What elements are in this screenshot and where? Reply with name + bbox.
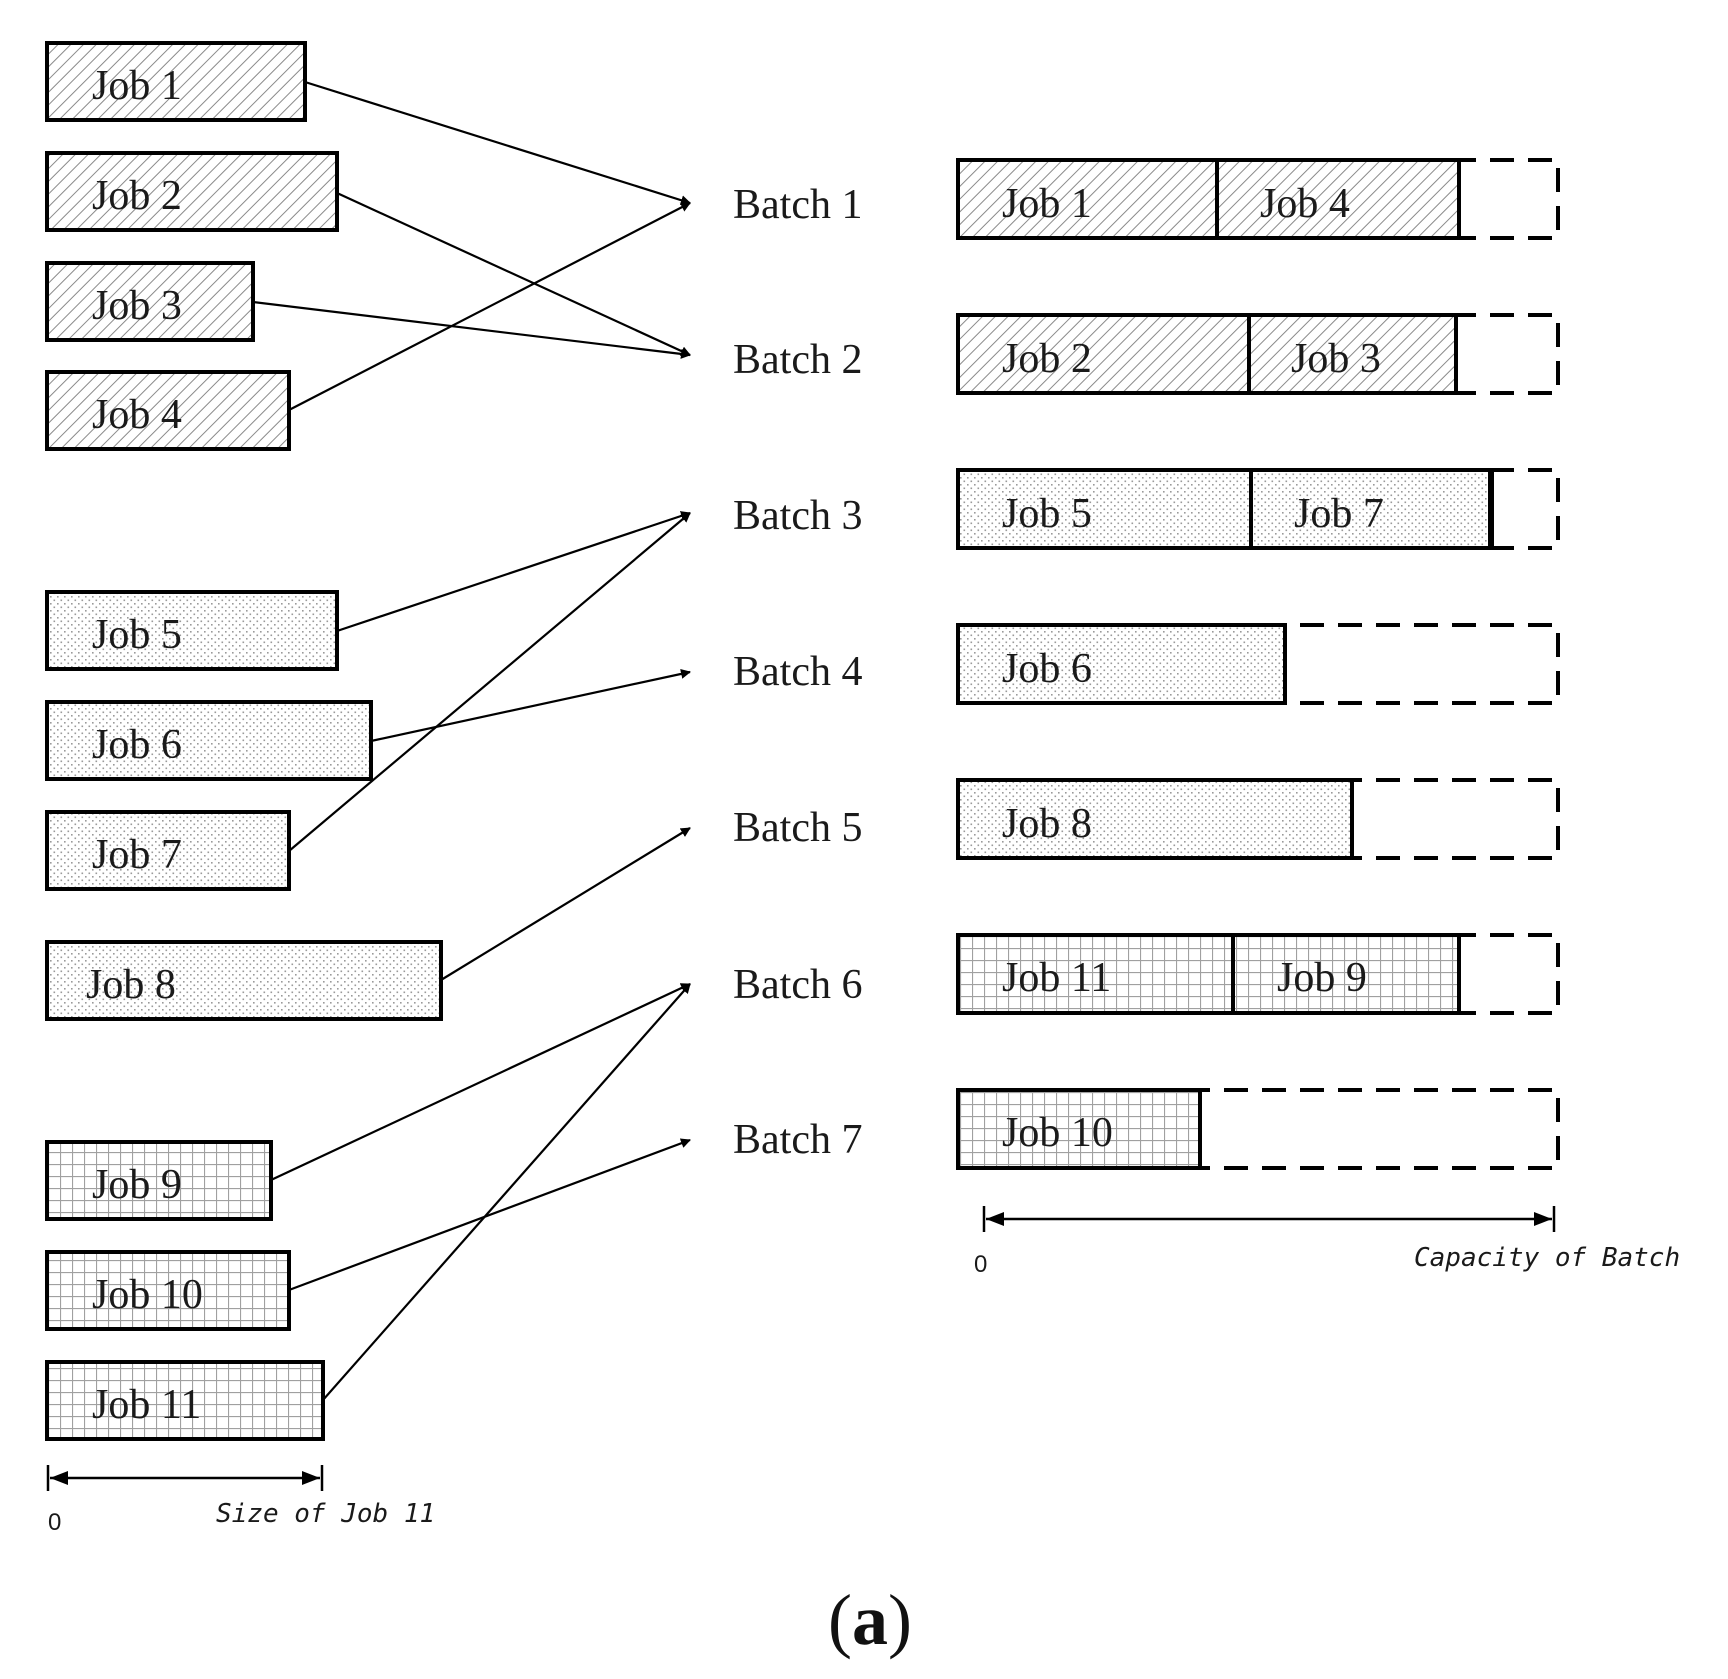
arrow-job-2-to-batch-2 (336, 192, 691, 356)
batch-slot-job (956, 933, 1235, 1015)
job-scale-label: Size of Job 11 (216, 1499, 435, 1529)
arrow-job-9-to-batch-6 (270, 983, 691, 1181)
batch-label-7: Batch 7 (733, 1117, 862, 1163)
caption-letter: a (852, 1580, 888, 1660)
batch-bar-4: Job 6 (956, 623, 1560, 705)
job-boxes: Job 1 Job 2 Job 3 Job 4 Job 5 Job 6 Job … (45, 41, 443, 1441)
batch-label-3: Batch 3 (733, 493, 862, 539)
batch-slot-job (956, 313, 1251, 395)
batch-slot-label: Job 8 (1002, 801, 1092, 847)
batch-slot-label: Job 5 (1002, 491, 1092, 537)
arrow-job-6-to-batch-4 (370, 669, 691, 743)
job-box-4: Job 4 (45, 370, 291, 451)
batch-bar-6: Job 11 Job 9 (956, 933, 1560, 1015)
job-box-label: Job 9 (92, 1162, 182, 1208)
batch-slot-job (1249, 468, 1493, 550)
job-box-8: Job 8 (45, 940, 443, 1021)
batch-slot-label: Job 4 (1260, 181, 1350, 227)
batch-label-5: Batch 5 (733, 805, 862, 851)
job-box-label: Job 6 (92, 722, 182, 768)
batch-scale-zero: 0 (974, 1251, 987, 1278)
batch-bar-3: Job 5 Job 7 (956, 468, 1560, 550)
arrow-job-1-to-batch-1 (304, 80, 691, 206)
figure-caption: (a) (828, 1580, 912, 1660)
job-scale-zero: 0 (48, 1509, 61, 1536)
batch-slot-job (956, 778, 1354, 860)
batch-bar-2: Job 2 Job 3 (956, 313, 1560, 395)
caption-close: ) (888, 1580, 912, 1660)
job-box-label: Job 1 (92, 63, 182, 109)
job-box-label: Job 7 (92, 832, 182, 878)
assignment-arrows (252, 80, 691, 1401)
job-box-2: Job 2 (45, 151, 339, 232)
job-box-label: Job 4 (92, 392, 182, 438)
arrow-job-4-to-batch-1 (288, 202, 691, 411)
batch-capacity-scale: 0 Capacity of Batch (974, 1206, 1680, 1278)
job-box-6: Job 6 (45, 700, 373, 781)
job-box-label: Job 3 (92, 283, 182, 329)
job-box-7: Job 7 (45, 810, 291, 891)
batch-label-6: Batch 6 (733, 962, 862, 1008)
batch-labels: Batch 1 Batch 2 Batch 3 Batch 4 Batch 5 … (733, 182, 862, 1163)
batch-slot-job (956, 1088, 1202, 1170)
arrow-job-5-to-batch-3 (336, 511, 691, 633)
arrow-job-3-to-batch-2 (252, 300, 691, 359)
arrow-job-11-to-batch-6 (322, 983, 691, 1401)
batch-slot-job (956, 468, 1253, 550)
job-box-label: Job 2 (92, 173, 182, 219)
batch-slot-job (1247, 313, 1458, 395)
job-box-1: Job 1 (45, 41, 307, 122)
job-box-label: Job 8 (86, 962, 176, 1008)
job-box-5: Job 5 (45, 590, 339, 671)
batch-scale-label: Capacity of Batch (1414, 1243, 1680, 1273)
batch-label-1: Batch 1 (733, 182, 862, 228)
batch-slot-label: Job 11 (1002, 955, 1111, 1001)
batch-label-2: Batch 2 (733, 337, 862, 383)
batch-slot-label: Job 10 (1002, 1110, 1113, 1156)
job-box-10: Job 10 (45, 1250, 291, 1331)
batch-label-4: Batch 4 (733, 649, 862, 695)
batch-slot-job (1231, 933, 1461, 1015)
batch-slot-label: Job 6 (1002, 646, 1092, 692)
job-box-label: Job 10 (92, 1272, 203, 1318)
job-box-label: Job 11 (92, 1382, 201, 1428)
caption-text: (a) (828, 1580, 912, 1660)
arrow-job-7-to-batch-3 (288, 512, 691, 852)
job-size-scale: 0 Size of Job 11 (46, 1465, 435, 1536)
batch-bars: Job 1 Job 4 Job 2 Job 3 Job 5 Job 7 Job … (956, 158, 1560, 1170)
batch-bar-1: Job 1 Job 4 (956, 158, 1560, 240)
batch-slot-label: Job 1 (1002, 181, 1092, 227)
job-box-11: Job 11 (45, 1360, 325, 1441)
batch-slot-job (956, 623, 1287, 705)
batch-slot-label: Job 3 (1291, 336, 1381, 382)
caption-open: ( (828, 1580, 852, 1660)
job-box-label: Job 5 (92, 612, 182, 658)
batch-bar-7: Job 10 (956, 1088, 1560, 1170)
batch-slot-label: Job 9 (1277, 955, 1367, 1001)
arrow-job-8-to-batch-5 (440, 827, 691, 981)
batch-slot-label: Job 7 (1294, 491, 1384, 537)
batch-slot-job (1215, 158, 1461, 240)
arrow-job-10-to-batch-7 (288, 1138, 691, 1292)
batch-slot-label: Job 2 (1002, 336, 1092, 382)
job-box-9: Job 9 (45, 1140, 273, 1221)
job-box-3: Job 3 (45, 261, 255, 342)
batch-bar-5: Job 8 (956, 778, 1560, 860)
